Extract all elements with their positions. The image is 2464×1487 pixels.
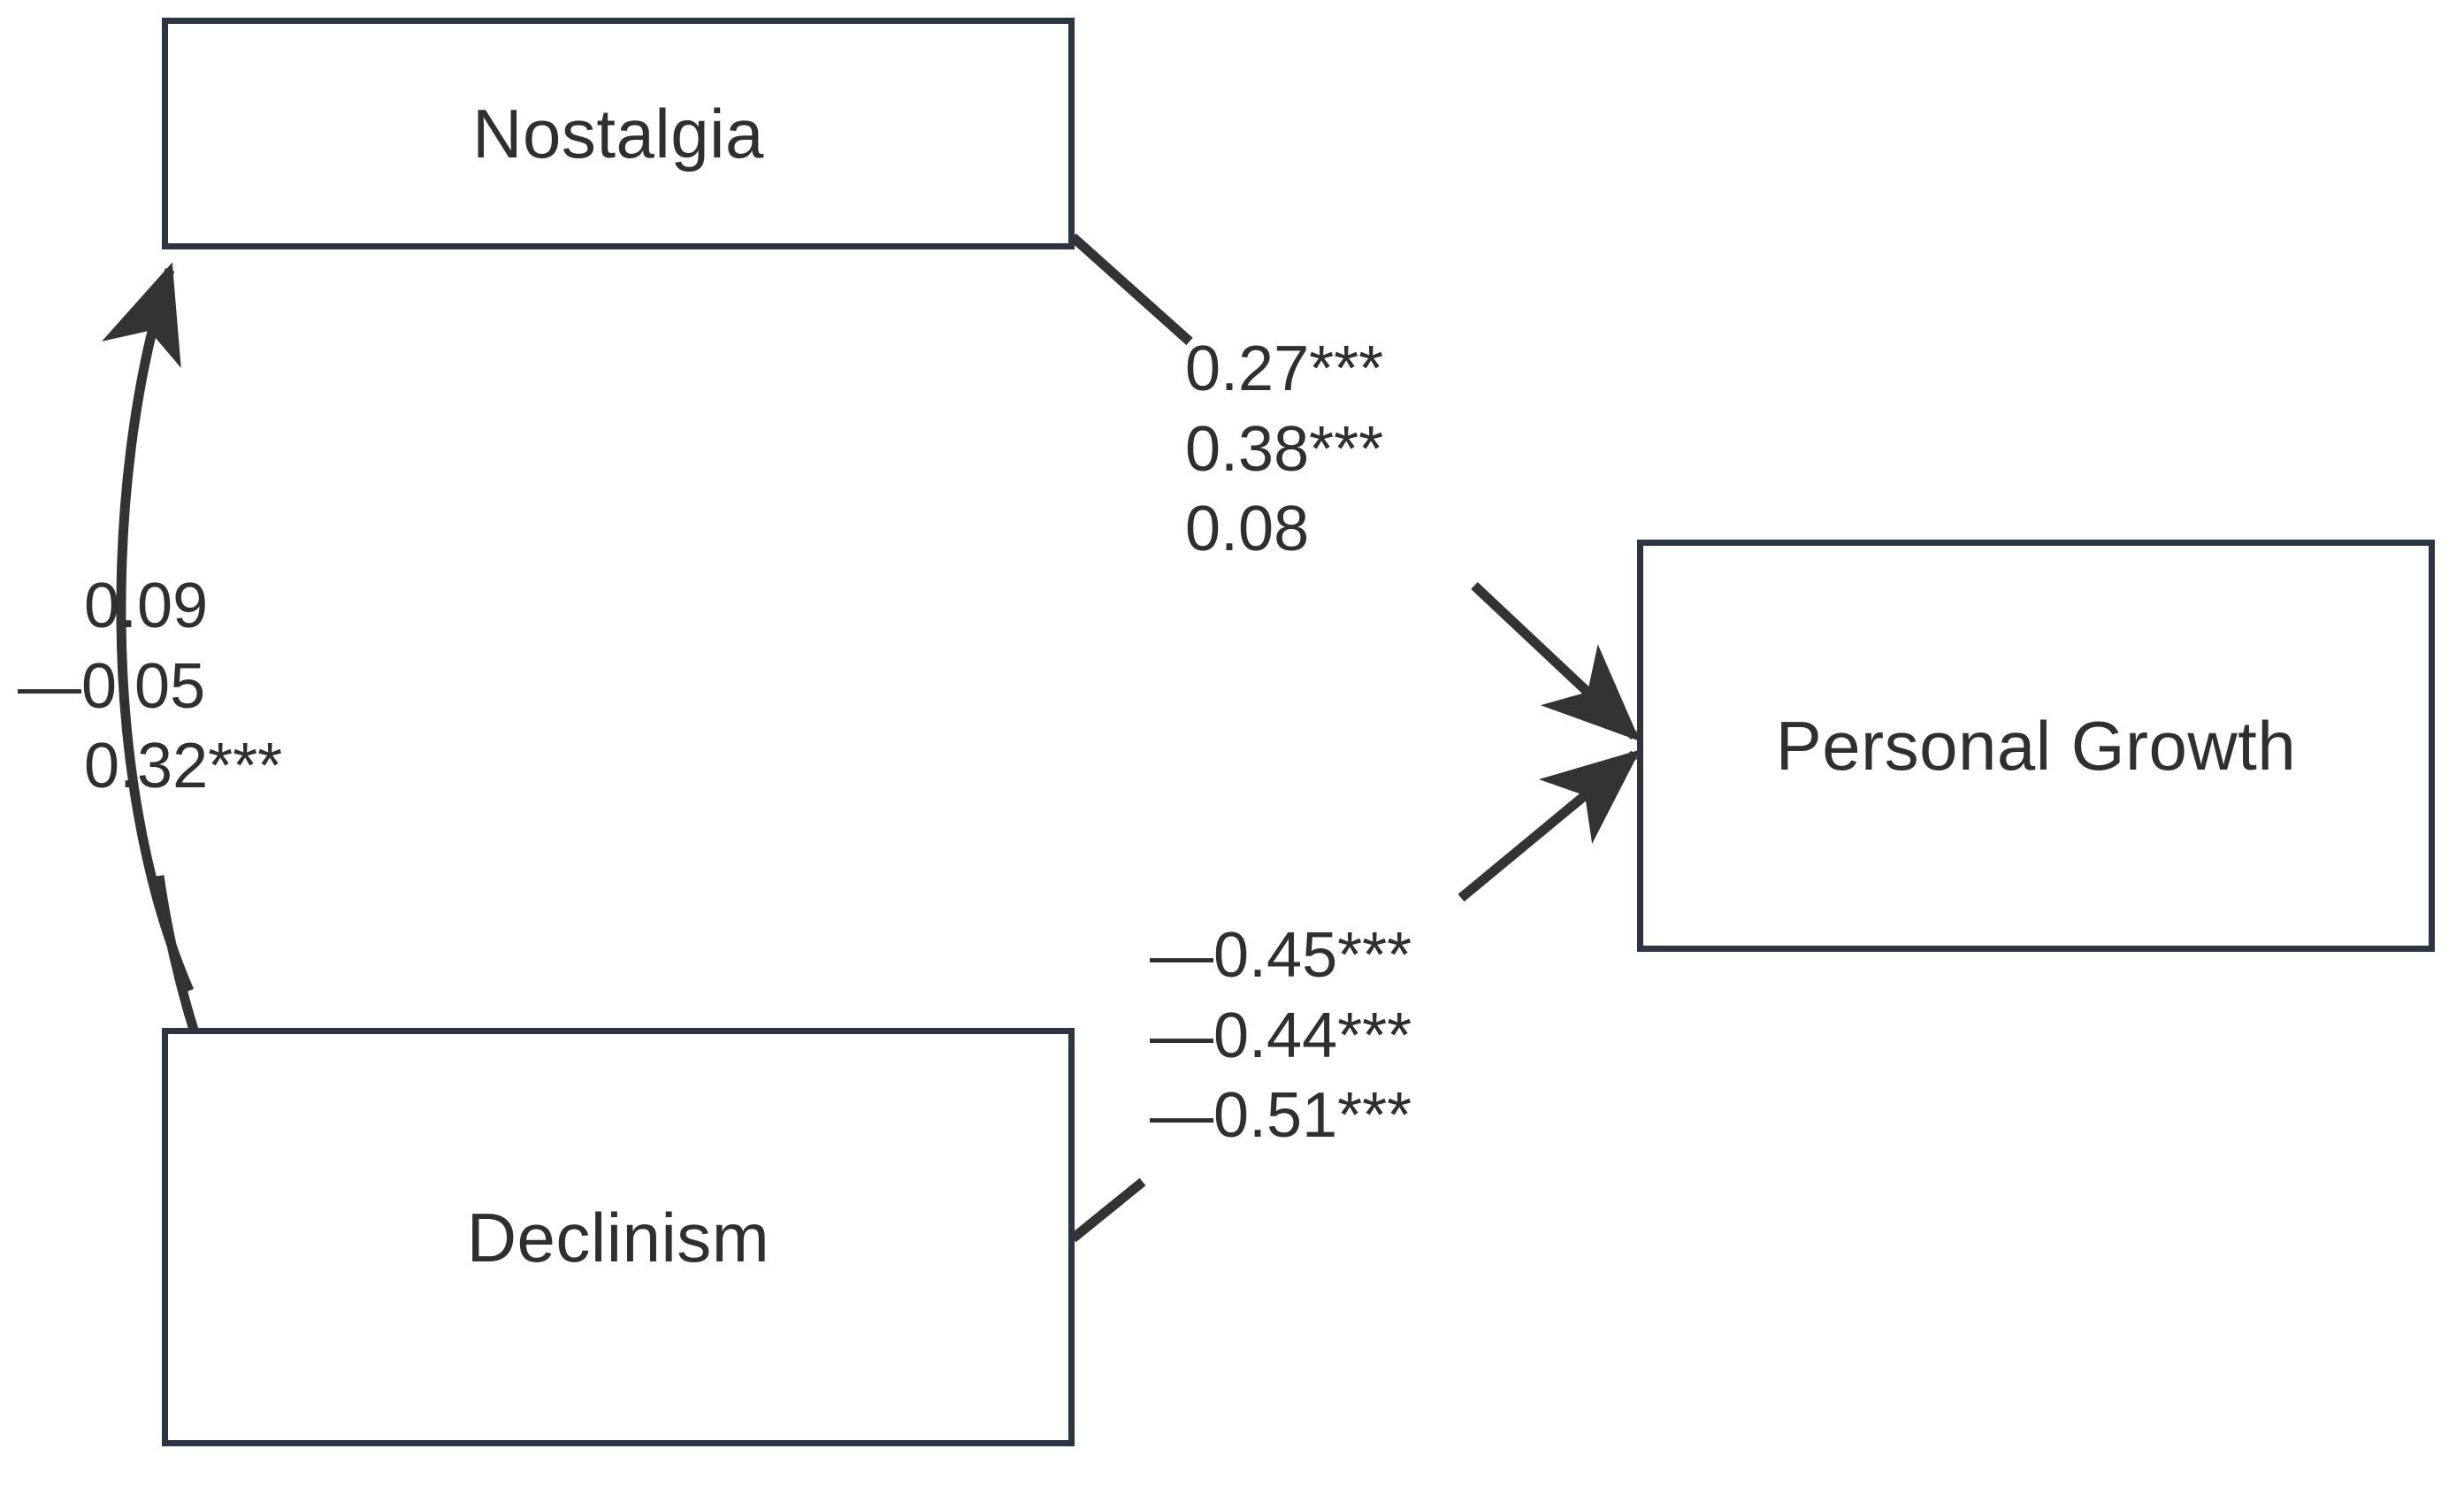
coefficient-value: —0.05 <box>18 650 206 722</box>
coefficients-nostalgia-declinism-correlation: 0.09 —0.05 0.32*** <box>18 566 282 807</box>
coefficient-value: 0.27*** <box>1185 333 1384 404</box>
node-personal-growth[interactable]: Personal Growth <box>1637 540 2435 952</box>
coefficients-declinism-to-growth: —0.45*** —0.44*** —0.51*** <box>1150 916 1412 1156</box>
edge-nostalgia-to-growth-arrow <box>1471 581 1641 742</box>
edge-nostalgia-stub <box>1069 233 1193 346</box>
node-declinism-label: Declinism <box>466 1198 770 1276</box>
coefficient-value: —0.51*** <box>1150 1080 1412 1152</box>
coefficients-nostalgia-to-growth: 0.27*** 0.38*** 0.08 <box>1185 329 1383 570</box>
node-nostalgia[interactable]: Nostalgia <box>162 18 1075 249</box>
coefficient-value: 0.08 <box>1185 494 1310 565</box>
coefficient-value: —0.45*** <box>1150 920 1412 991</box>
coefficient-value: —0.44*** <box>1150 1000 1412 1071</box>
coefficient-value: 0.38*** <box>1185 413 1384 485</box>
node-nostalgia-label: Nostalgia <box>472 95 764 172</box>
coefficient-value: 0.09 <box>84 571 209 641</box>
node-declinism[interactable]: Declinism <box>162 1028 1075 1446</box>
node-personal-growth-label: Personal Growth <box>1775 707 2297 785</box>
edge-declinism-stub <box>1069 1177 1146 1243</box>
edge-declinism-to-growth-arrow <box>1458 749 1641 902</box>
coefficient-value: 0.32*** <box>84 731 283 802</box>
